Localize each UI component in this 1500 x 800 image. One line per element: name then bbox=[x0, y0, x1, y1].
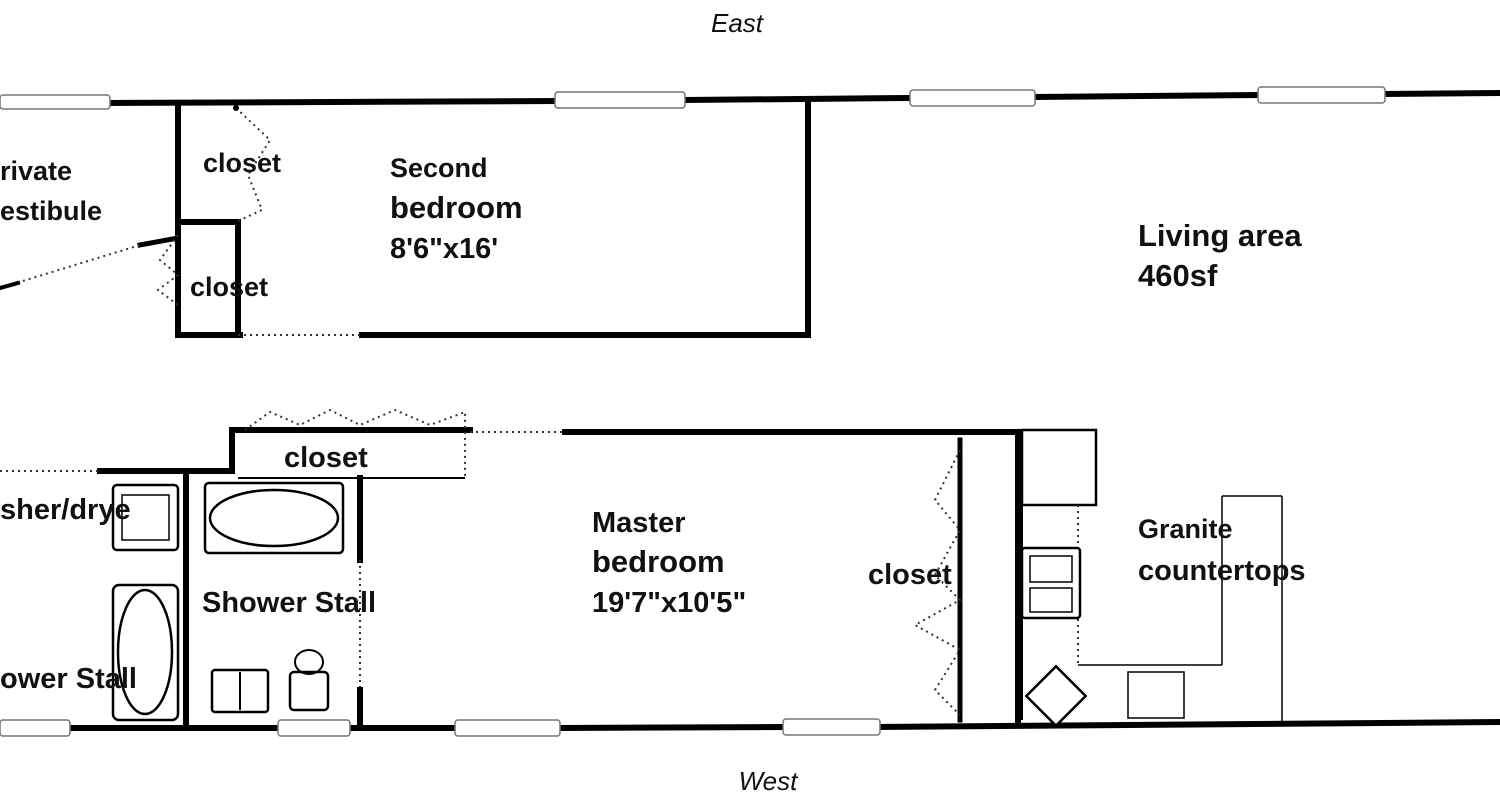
east-windows bbox=[0, 86, 1386, 110]
master-bedroom-label-line1: Master bbox=[592, 507, 686, 539]
vestibule-label-line1: rivate bbox=[0, 156, 72, 186]
bathroom-fixtures bbox=[111, 481, 345, 722]
closet-upper-b-label: closet bbox=[190, 272, 268, 302]
lower-room-walls bbox=[0, 408, 1021, 731]
east-exterior-wall bbox=[106, 89, 1500, 107]
kitchen-label-line2: countertops bbox=[1138, 555, 1306, 587]
closet-upper-a-label: closet bbox=[203, 148, 281, 178]
upper-room-walls bbox=[0, 100, 811, 338]
second-bedroom-label-line1: Second bbox=[390, 153, 488, 183]
master-bedroom-label-line2: bedroom bbox=[592, 544, 725, 579]
second-bedroom-label-line2: bedroom bbox=[390, 190, 523, 225]
west-windows bbox=[0, 718, 881, 737]
kitchen-fixtures bbox=[1020, 428, 1283, 728]
shower-left-label: ower Stall bbox=[0, 663, 137, 695]
west-exterior-wall bbox=[67, 718, 1500, 732]
closet-master-side-label: closet bbox=[868, 559, 952, 591]
compass-east-label: East bbox=[711, 8, 765, 38]
second-bedroom-label-line3: 8'6"x16' bbox=[390, 233, 498, 265]
vestibule-label-line2: estibule bbox=[0, 196, 102, 226]
living-area-label-line1: Living area bbox=[1138, 218, 1302, 253]
compass-west-label: West bbox=[739, 766, 800, 796]
closet-master-top-label: closet bbox=[284, 442, 368, 474]
master-bedroom-label-line3: 19'7"x10'5" bbox=[592, 587, 746, 619]
kitchen-label-line1: Granite bbox=[1138, 514, 1233, 544]
laundry-label: sher/drye bbox=[0, 494, 131, 526]
shower-stall-label: Shower Stall bbox=[202, 587, 376, 619]
living-area-label-line2: 460sf bbox=[1138, 258, 1218, 293]
